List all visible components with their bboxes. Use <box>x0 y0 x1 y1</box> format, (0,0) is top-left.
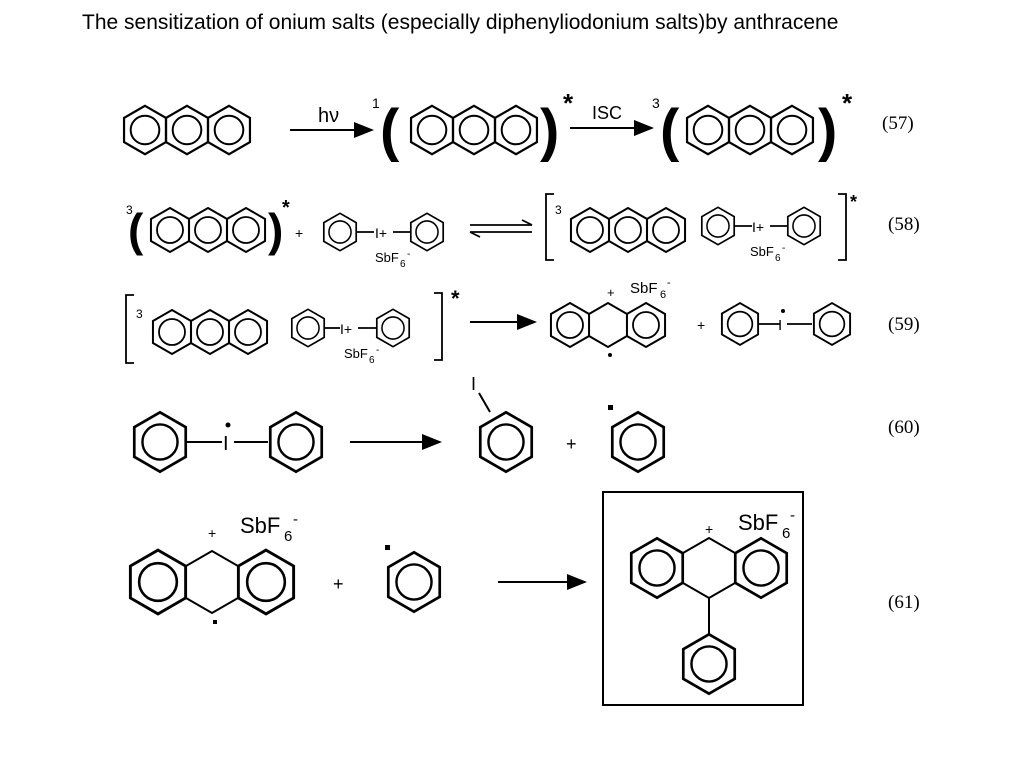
bracket-left <box>545 193 554 261</box>
svg-text:(: ( <box>380 98 400 163</box>
radical-dot <box>608 405 613 410</box>
triplet-label: 3 <box>652 95 660 111</box>
anthracene-radical-cation: + SbF 6 - <box>549 277 671 357</box>
iodobenzene: I <box>471 374 534 474</box>
reaction-60: I I + (60) <box>132 374 920 474</box>
svg-text:-: - <box>407 249 410 260</box>
svg-text:SbF: SbF <box>375 250 399 265</box>
svg-text:(: ( <box>128 204 144 256</box>
svg-text:-: - <box>790 507 795 524</box>
svg-text:3: 3 <box>126 203 133 217</box>
svg-text:+: + <box>697 317 705 333</box>
isc-label: ISC <box>592 103 622 123</box>
svg-text:6: 6 <box>782 525 790 542</box>
anthracene-singlet <box>409 104 539 156</box>
svg-text:SbF: SbF <box>738 510 778 535</box>
svg-text:SbF: SbF <box>750 244 774 259</box>
anthracene-radical-cation-61: + SbF 6 - <box>128 511 298 624</box>
svg-text:-: - <box>376 345 379 356</box>
svg-text:*: * <box>842 88 853 118</box>
svg-text:6: 6 <box>369 355 375 366</box>
svg-text:6: 6 <box>400 259 406 270</box>
svg-text:I: I <box>471 374 476 394</box>
equation-number-58: (58) <box>888 214 920 235</box>
bracket-right <box>838 193 847 261</box>
svg-text:*: * <box>451 286 460 311</box>
svg-text:): ) <box>818 98 837 163</box>
svg-text:*: * <box>850 192 857 212</box>
svg-text:+: + <box>295 225 303 241</box>
phenyl-radical <box>608 405 666 474</box>
svg-text:3: 3 <box>136 307 143 321</box>
equation-number-61: (61) <box>888 592 920 613</box>
reaction-59: 3 I+ SbF 6 - * + SbF 6 <box>125 277 920 366</box>
svg-text:-: - <box>667 277 671 289</box>
anthracene-triplet <box>685 104 815 156</box>
svg-text:6: 6 <box>284 528 292 545</box>
svg-text:-: - <box>782 243 785 254</box>
svg-text:+: + <box>705 521 713 537</box>
exciplex-anthracene-59 <box>151 309 269 355</box>
svg-text:I: I <box>778 317 782 334</box>
svg-text:I: I <box>223 433 229 455</box>
svg-text:6: 6 <box>775 253 781 264</box>
product-box <box>602 491 804 706</box>
diphenyliodine-radical: I <box>720 302 852 346</box>
svg-text:6: 6 <box>660 289 666 301</box>
svg-text:I+: I+ <box>375 225 387 241</box>
star-label: * <box>563 88 574 118</box>
phenyl-radical-61 <box>385 545 442 614</box>
svg-text:SbF: SbF <box>240 513 280 538</box>
svg-text:SbF: SbF <box>630 280 658 297</box>
reaction-58: 3 ( ) * + I+ SbF 6 - 3 <box>126 192 920 270</box>
svg-text:): ) <box>540 98 559 163</box>
anthracene-ground <box>122 104 252 156</box>
equation-number-60: (60) <box>888 417 920 438</box>
svg-text:+: + <box>333 574 344 594</box>
diphenyliodine-radical-60: I <box>132 410 324 474</box>
svg-text:+: + <box>208 525 216 541</box>
equation-number-59: (59) <box>888 314 920 335</box>
anthracene-triplet-58 <box>149 207 267 253</box>
singlet-label: 1 <box>372 95 380 111</box>
svg-text:I+: I+ <box>340 321 352 337</box>
exciplex-iodonium: I+ SbF 6 - <box>700 206 822 264</box>
diphenyliodonium-salt: I+ SbF 6 - <box>322 212 445 270</box>
svg-text:+: + <box>566 434 577 454</box>
exciplex-iodonium-59: I+ SbF 6 - <box>290 308 411 366</box>
svg-text:-: - <box>293 511 298 528</box>
svg-text:(: ( <box>660 98 680 163</box>
equation-number-57: (57) <box>882 113 914 134</box>
svg-text:+: + <box>607 285 615 300</box>
svg-text:I+: I+ <box>752 219 764 235</box>
phenylanthracene-cation: + SbF 6 - <box>629 507 795 696</box>
reaction-57: hν 1 ( ) * ISC 3 ( ) * (57) <box>122 88 914 163</box>
hv-label: hν <box>318 105 339 127</box>
svg-text:): ) <box>268 204 283 256</box>
svg-text:3: 3 <box>555 203 562 217</box>
radical-dot <box>608 353 612 357</box>
reaction-61: + SbF 6 - + + SbF 6 - (61) <box>128 491 920 706</box>
svg-text:SbF: SbF <box>344 346 368 361</box>
exciplex-anthracene <box>569 207 687 253</box>
svg-text:*: * <box>282 197 290 219</box>
slide-title: The sensitization of onium salts (especi… <box>82 11 839 34</box>
